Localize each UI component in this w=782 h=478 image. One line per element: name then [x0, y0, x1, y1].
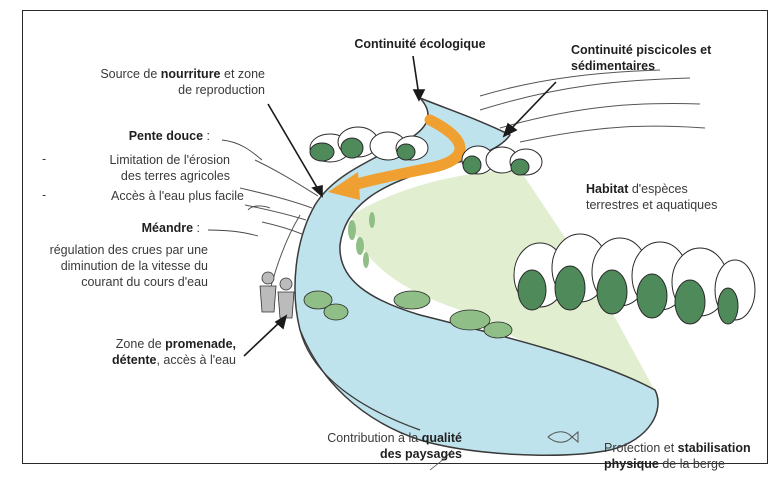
label-continuite-ecologique: Continuité écologique — [350, 36, 490, 52]
label-continuite-piscicoles: Continuité piscicoles et sédimentaires — [571, 42, 761, 74]
label-limitation-erosion: Limitation de l'érosion des terres agric… — [60, 152, 230, 184]
bullet-dash: - — [42, 188, 46, 202]
label-qualite-paysages: Contribution à la qualité des paysages — [276, 430, 462, 462]
label-promenade: Zone de promenade, détente, accès à l'ea… — [90, 336, 236, 368]
bullet-dash: - — [42, 152, 46, 166]
label-regulation-crues: régulation des crues par une diminution … — [28, 242, 208, 290]
label-meandre: Méandre : — [80, 220, 200, 236]
label-protection-berge: Protection et stabilisation physique de … — [604, 440, 764, 472]
label-source-nourriture: Source de nourriture et zone de reproduc… — [70, 66, 265, 98]
label-habitat: Habitat d'espèces terrestres et aquatiqu… — [586, 181, 756, 213]
people-figures — [260, 272, 294, 318]
label-acces-eau: Accès à l'eau plus facile — [60, 188, 244, 204]
label-pente-douce: Pente douce : — [60, 128, 210, 144]
